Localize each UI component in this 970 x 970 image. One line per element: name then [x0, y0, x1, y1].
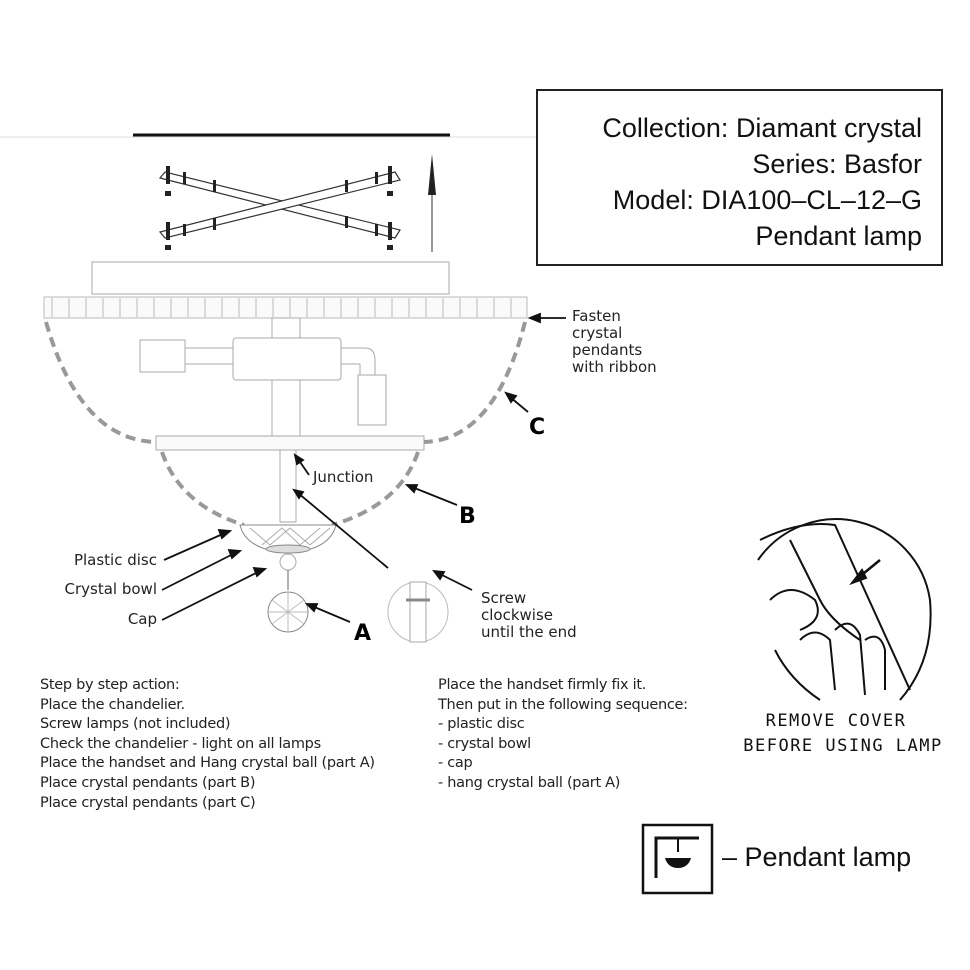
- fasten-label-1: Fasten: [572, 307, 621, 325]
- fasten-label-2: crystal: [572, 324, 622, 342]
- instruction-step: Place the handset firmly fix it.: [438, 677, 647, 693]
- instruction-step: Place the handset and Hang crystal ball …: [40, 755, 375, 772]
- remove-cover-illustration: [757, 518, 932, 701]
- mounting-bracket: [158, 166, 401, 250]
- instruction-step: Check the chandelier - light on all lamp…: [40, 735, 321, 752]
- instruction-step: Screw lamps (not included): [40, 716, 231, 733]
- info-box: Collection: Diamant crystal Series: Basf…: [536, 89, 943, 266]
- pendant-chain-c-right: [423, 321, 527, 444]
- lower-plate: [155, 435, 425, 451]
- pendant-chain-c-left: [44, 321, 157, 444]
- screw-label-3: until the end: [481, 623, 577, 641]
- instruction-step: - plastic disc: [438, 716, 525, 733]
- instruction-step: Then put in the following sequence:: [438, 696, 688, 713]
- part-c-label: C: [529, 415, 545, 440]
- warning-line-2: BEFORE USING LAMP: [743, 736, 943, 756]
- crystal-bowl: [239, 524, 337, 554]
- instruction-step: - crystal bowl: [438, 735, 531, 752]
- instructions-right: Place the handset firmly fix it. Then pu…: [438, 676, 688, 794]
- part-a-label: A: [354, 621, 371, 646]
- crystal-bowl-label: Crystal bowl: [65, 580, 157, 598]
- collection-text: Collection: Diamant crystal: [602, 113, 922, 143]
- warning-line-1: REMOVE COVER: [766, 711, 907, 731]
- crystal-ball: [267, 570, 309, 633]
- part-b-label: B: [459, 504, 476, 529]
- crystal-band: [43, 296, 528, 319]
- series-text: Series: Basfor: [752, 149, 922, 179]
- cap-label: Cap: [128, 610, 157, 628]
- pendant-lamp-icon: [641, 823, 714, 895]
- screw-label-1: Screw: [481, 589, 526, 607]
- junction-label: Junction: [312, 468, 373, 486]
- callout-arrows: [161, 312, 566, 623]
- lamp-body: [139, 317, 387, 441]
- up-arrow-icon: [428, 154, 436, 252]
- fasten-label-3: pendants: [572, 341, 642, 359]
- legend-label: – Pendant lamp: [722, 842, 911, 872]
- type-text: Pendant lamp: [755, 221, 922, 251]
- screw-detail: [387, 581, 449, 643]
- screw-label-2: clockwise: [481, 606, 553, 624]
- instruction-step: Place crystal pendants (part C): [40, 794, 256, 811]
- instruction-step: Step by step action:: [40, 677, 180, 693]
- model-text: Model: DIA100–CL–12–G: [613, 185, 922, 215]
- instruction-step: Place crystal pendants (part B): [40, 774, 256, 791]
- handset-rod: [279, 449, 297, 523]
- cap: [279, 553, 297, 571]
- canopy: [91, 261, 450, 295]
- instruction-step: - hang crystal ball (part A): [438, 774, 621, 791]
- instruction-step: - cap: [438, 755, 473, 772]
- pendant-chain-b-right: [331, 451, 420, 527]
- instructions-left: Step by step action: Place the chandelie…: [40, 676, 375, 813]
- fasten-label-4: with ribbon: [572, 358, 657, 376]
- instruction-step: Place the chandelier.: [40, 696, 185, 713]
- plastic-disc-label: Plastic disc: [74, 551, 157, 569]
- pendant-chain-b-left: [160, 451, 245, 527]
